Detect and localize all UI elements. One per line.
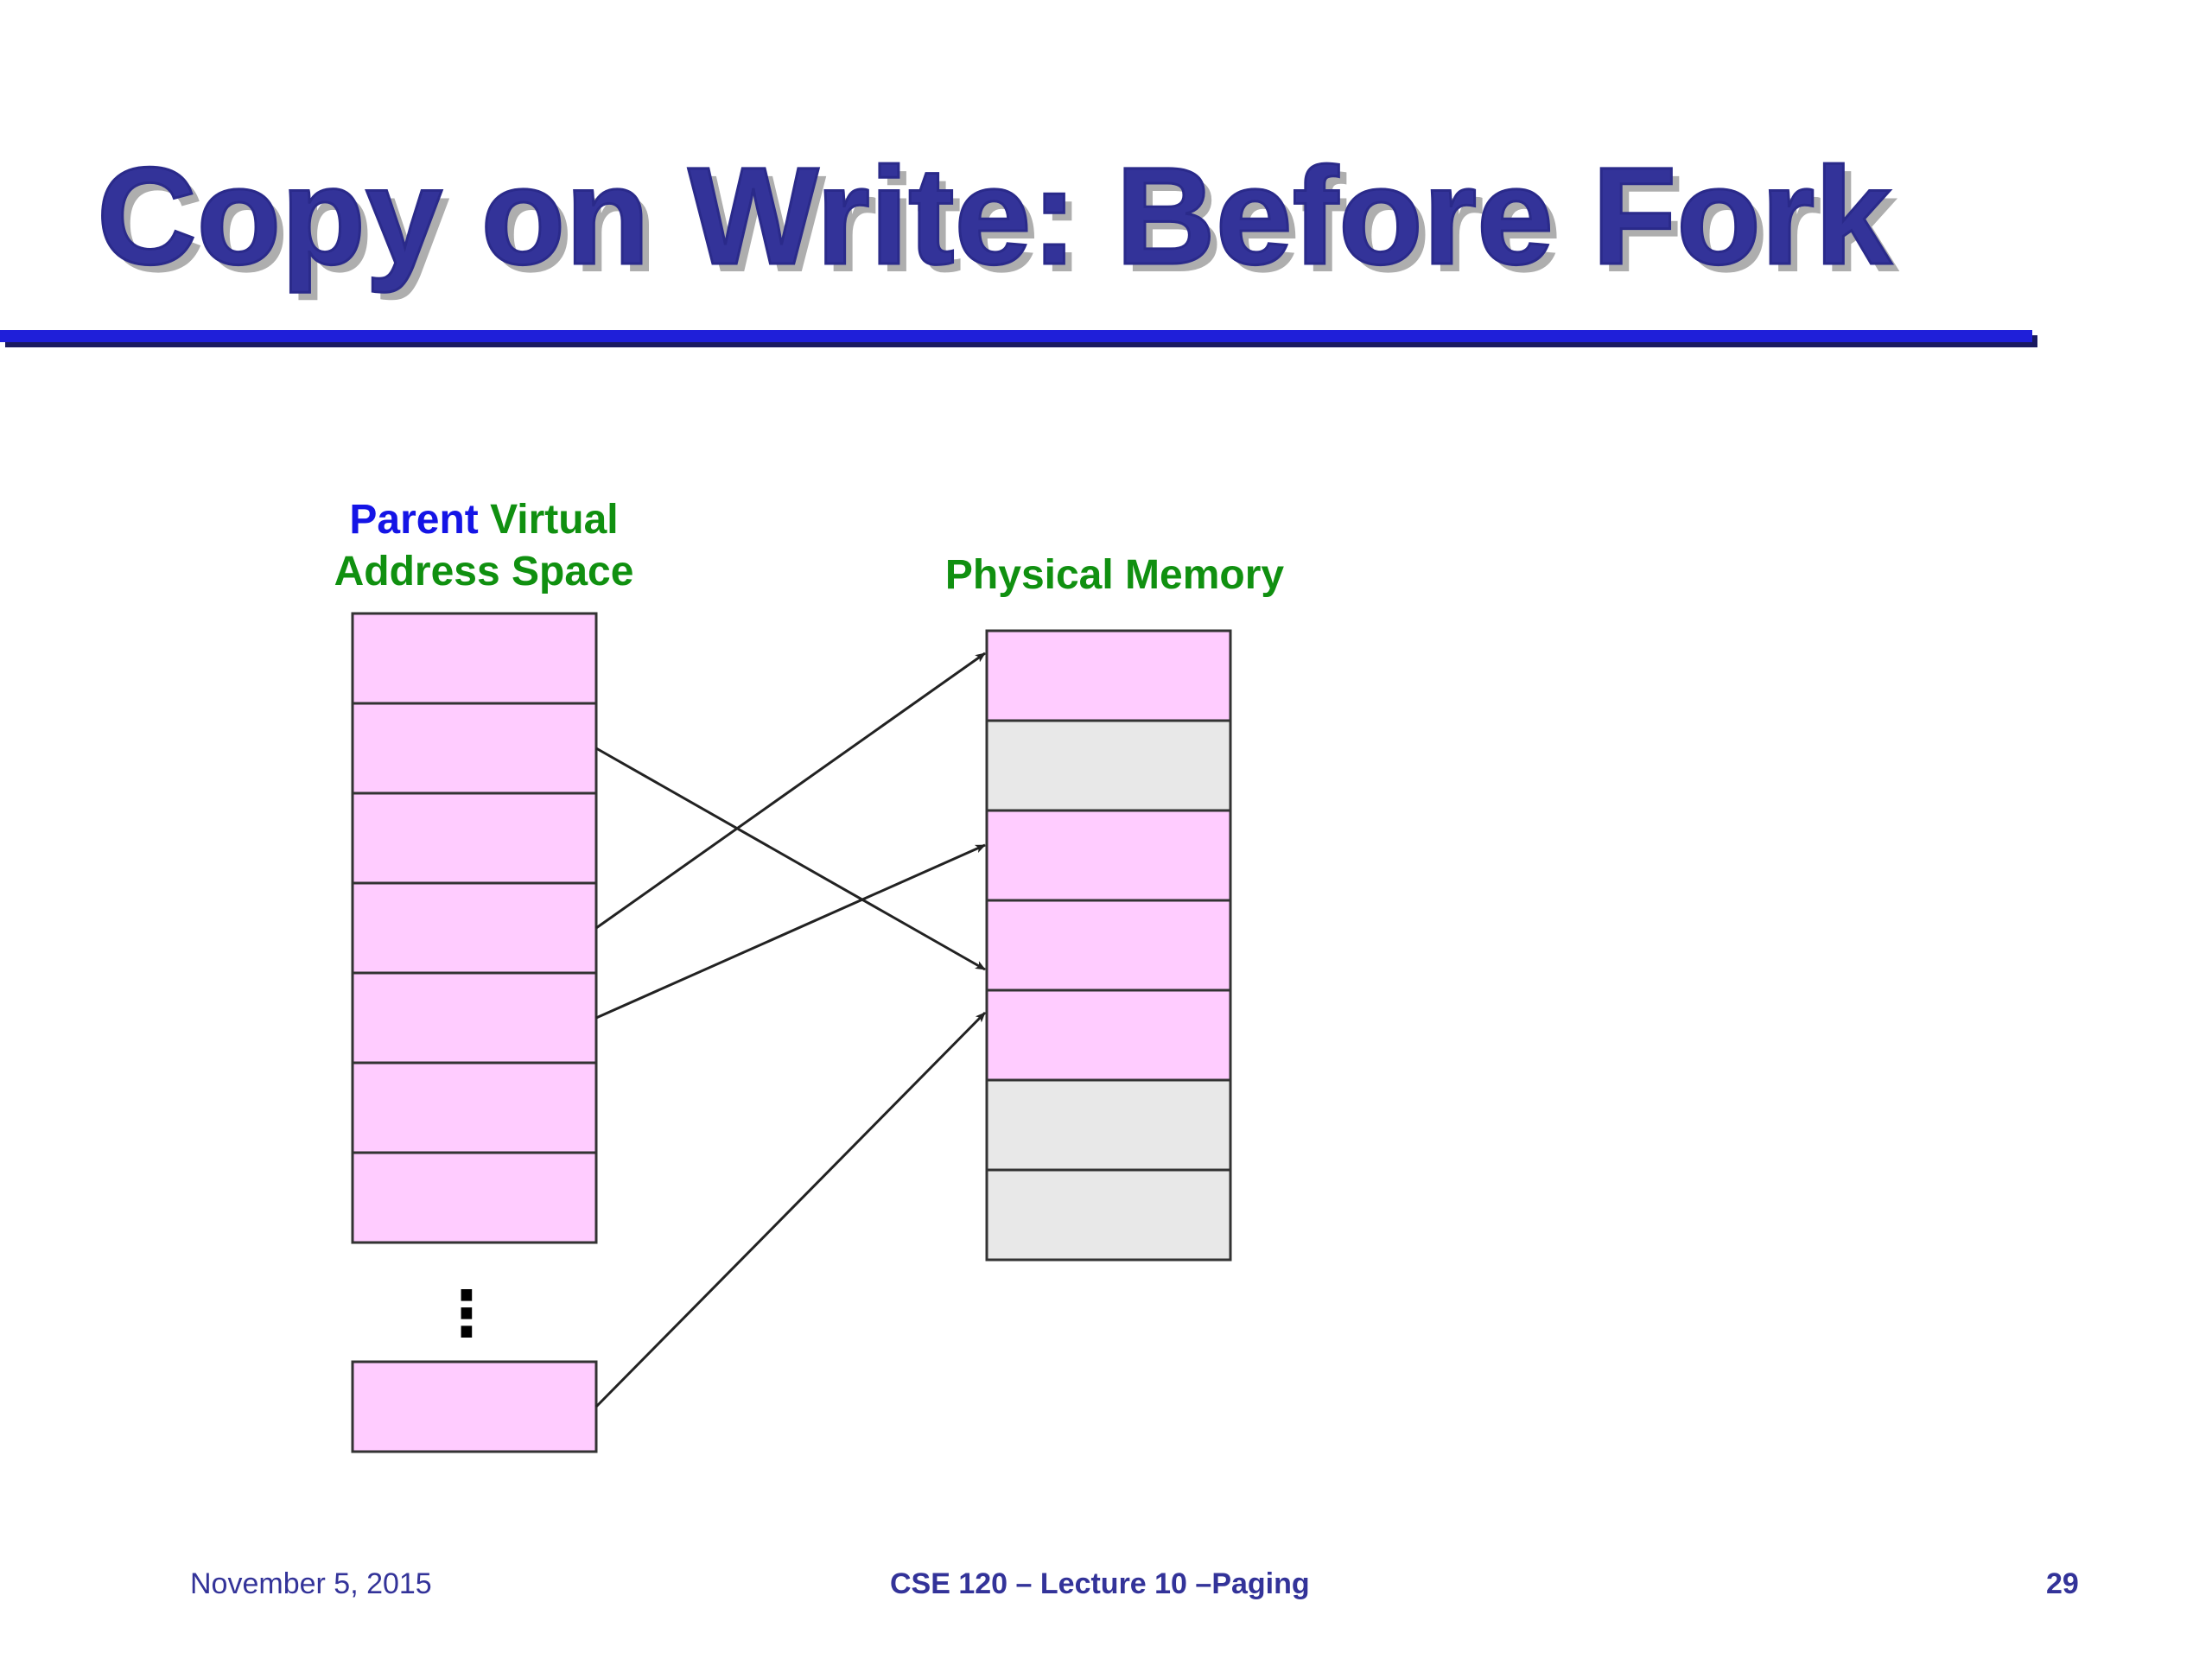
virtual-pages-ellipsis: ⋮ — [435, 1277, 498, 1350]
slide-title: Copy on Write: Before Fork — [95, 138, 1892, 293]
virtual-page-4 — [351, 971, 598, 1065]
footer-course-title: CSE 120 – Lecture 10 –Paging — [890, 1567, 1310, 1600]
virtual-page-2 — [351, 791, 598, 885]
address-space-word: Address Space — [334, 549, 634, 594]
mapping-arrow-0 — [595, 747, 986, 971]
physical-frame-2 — [985, 809, 1232, 902]
virtual-page-6 — [351, 1151, 598, 1244]
physical-frame-6 — [985, 1168, 1232, 1262]
footer-page-number: 29 — [2046, 1567, 2079, 1600]
virtual-page-3 — [351, 881, 598, 975]
parent-virtual-pages — [351, 612, 598, 1453]
title-underline — [0, 330, 2032, 342]
virtual-page-5 — [351, 1061, 598, 1154]
physical-frame-5 — [985, 1078, 1232, 1172]
virtual-word: Virtual — [490, 497, 619, 543]
parent-address-space-label: Parent Virtual Address Space — [320, 494, 648, 598]
physical-frame-4 — [985, 988, 1232, 1082]
virtual-page-0 — [351, 612, 598, 705]
footer-date: November 5, 2015 — [190, 1567, 432, 1600]
physical-frame-1 — [985, 719, 1232, 812]
physical-frame-3 — [985, 899, 1232, 992]
physical-frame-0 — [985, 629, 1232, 722]
mapping-arrow-2 — [595, 843, 986, 1020]
page-mapping-arrows — [594, 652, 987, 1408]
parent-word: Parent — [349, 497, 479, 543]
physical-memory-frames — [985, 629, 1232, 1262]
virtual-page-last — [351, 1360, 598, 1453]
mapping-arrow-1 — [595, 652, 986, 930]
physical-memory-label: Physical Memory — [944, 552, 1285, 598]
virtual-page-1 — [351, 702, 598, 795]
mapping-arrow-3 — [594, 1011, 987, 1408]
